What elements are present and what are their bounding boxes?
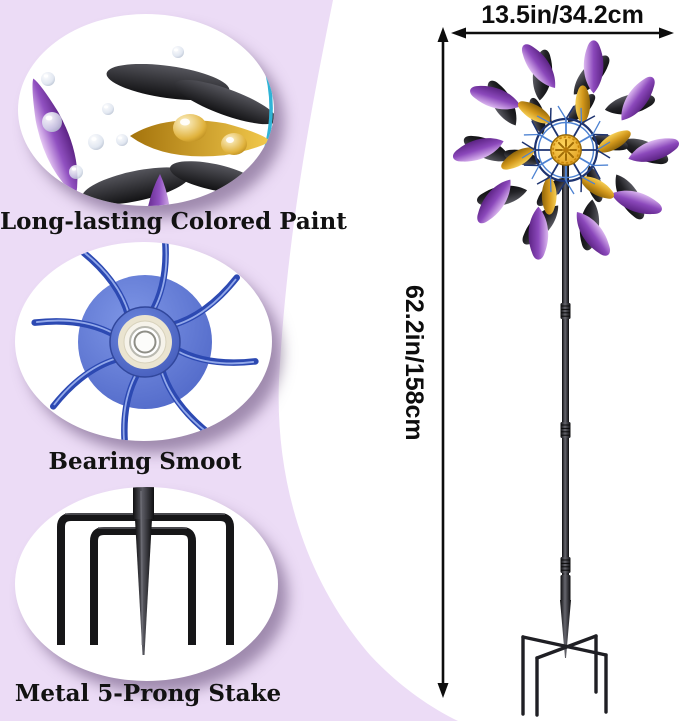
stake-base-prongs (521, 634, 608, 717)
stake-prongs (57, 487, 234, 655)
feature-label-bearing: Bearing Smoot (48, 448, 242, 475)
spinner-head (453, 40, 679, 260)
height-dimension-arrow (437, 27, 449, 698)
stake-closeup-image (15, 487, 278, 681)
width-measurement: 13.5in/34.2cm (481, 1, 644, 29)
feature-label-stake: Metal 5-Prong Stake (14, 680, 282, 707)
spinner-hub (550, 134, 582, 166)
bearing-closeup-image (15, 242, 272, 441)
bearing-hub (31, 242, 259, 441)
stake-pole (560, 150, 571, 658)
water-droplets (41, 46, 262, 179)
feature-label-paint: Long-lasting Colored Paint (0, 208, 347, 235)
width-dimension-arrow (451, 27, 674, 39)
height-measurement: 62.2in/158cm (400, 285, 428, 441)
